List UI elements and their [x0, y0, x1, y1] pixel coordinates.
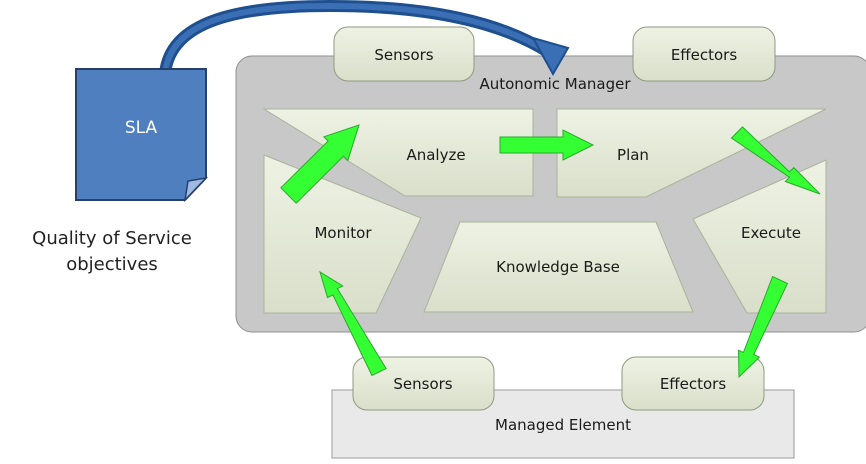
knowledge-base-label: Knowledge Base — [496, 258, 620, 276]
plan-to-execute-arrow — [730, 126, 821, 195]
managed-element-label: Managed Element — [495, 416, 631, 434]
knowledge-base-shape — [423, 221, 694, 313]
execute-label: Execute — [741, 224, 801, 242]
sla-document-corner — [183, 176, 209, 203]
element-effectors-label: Effectors — [660, 375, 727, 393]
execute-shape — [692, 159, 827, 314]
plan-label: Plan — [617, 146, 649, 164]
sla-label: SLA — [125, 118, 158, 138]
element-effectors-box — [621, 356, 765, 411]
manager-effectors-label: Effectors — [671, 46, 738, 64]
sensors-to-monitor-arrow — [319, 270, 387, 377]
sla-curve-highlight — [162, 2, 550, 75]
analyze-to-plan-arrow — [499, 129, 595, 161]
element-sensors-box — [352, 356, 495, 411]
monitor-label: Monitor — [314, 224, 372, 242]
analyze-label: Analyze — [406, 146, 465, 164]
manager-sensors-box — [333, 26, 475, 82]
analyze-shape — [262, 108, 534, 197]
execute-to-effectors-arrow — [737, 275, 789, 379]
manager-sensors-label: Sensors — [374, 46, 433, 64]
autonomic-manager-label: Autonomic Manager — [479, 75, 631, 93]
qos-line-2: objectives — [66, 254, 158, 275]
monitor-to-analyze-arrow — [280, 124, 360, 204]
element-sensors-label: Sensors — [393, 375, 452, 393]
plan-shape — [556, 108, 827, 198]
sla-curve-arrowhead-icon — [530, 36, 570, 77]
qos-line-1: Quality of Service — [32, 228, 192, 249]
manager-effectors-box — [632, 26, 776, 82]
